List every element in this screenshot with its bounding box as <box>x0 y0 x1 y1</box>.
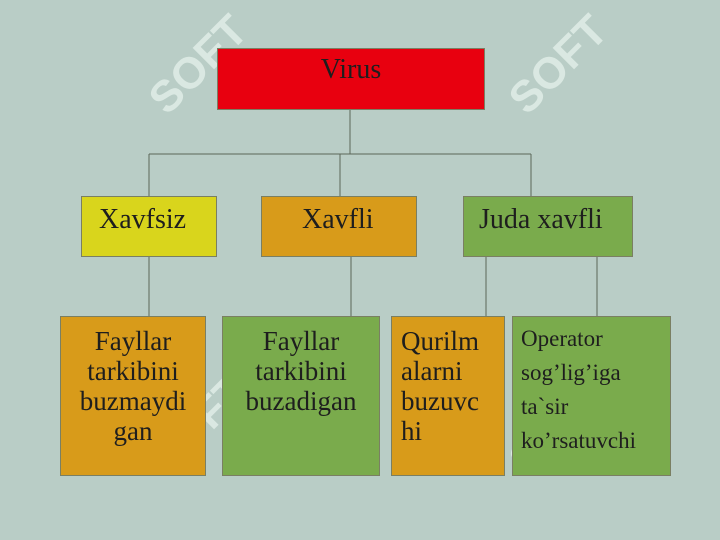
node-juda-xavfli: Juda xavfli <box>463 196 633 257</box>
effect-line: tarkibini <box>255 356 347 386</box>
node-xavfli-label: Xavfli <box>302 204 374 235</box>
effect-line: ta`sir <box>521 394 569 419</box>
node-effect-damages-files: Fayllar tarkibini buzadigan <box>222 316 380 476</box>
node-virus-label: Virus <box>320 54 382 85</box>
effect-line: Qurilm <box>401 326 479 356</box>
node-juda-xavfli-label: Juda xavfli <box>479 204 603 235</box>
effect-line: sog’lig’iga <box>521 360 621 385</box>
effect-line: tarkibini <box>87 356 179 386</box>
node-xavfli: Xavfli <box>261 196 417 257</box>
effect-line: ko’rsatuvchi <box>521 428 636 453</box>
effect-line: Fayllar <box>262 326 340 356</box>
node-virus: Virus <box>217 48 485 110</box>
node-effect-device-damage: Qurilm alarni buzuvc hi <box>391 316 505 476</box>
effect-line: Operator <box>521 326 603 351</box>
node-xavfsiz-label: Xavfsiz <box>99 204 187 235</box>
effect-line: hi <box>401 416 423 446</box>
effect-line: alarni <box>401 356 463 386</box>
effect-line: Fayllar <box>94 326 172 356</box>
node-xavfsiz: Xavfsiz <box>81 196 217 257</box>
effect-line: gan <box>113 416 153 446</box>
node-effect-no-damage: Fayllar tarkibini buzmaydi gan <box>60 316 206 476</box>
effect-line: buzuvc <box>401 386 479 416</box>
effect-line: buzadigan <box>245 386 357 416</box>
node-effect-operator-health: Operator sog’lig’iga ta`sir ko’rsatuvchi <box>512 316 671 476</box>
effect-line: buzmaydi <box>79 386 187 416</box>
